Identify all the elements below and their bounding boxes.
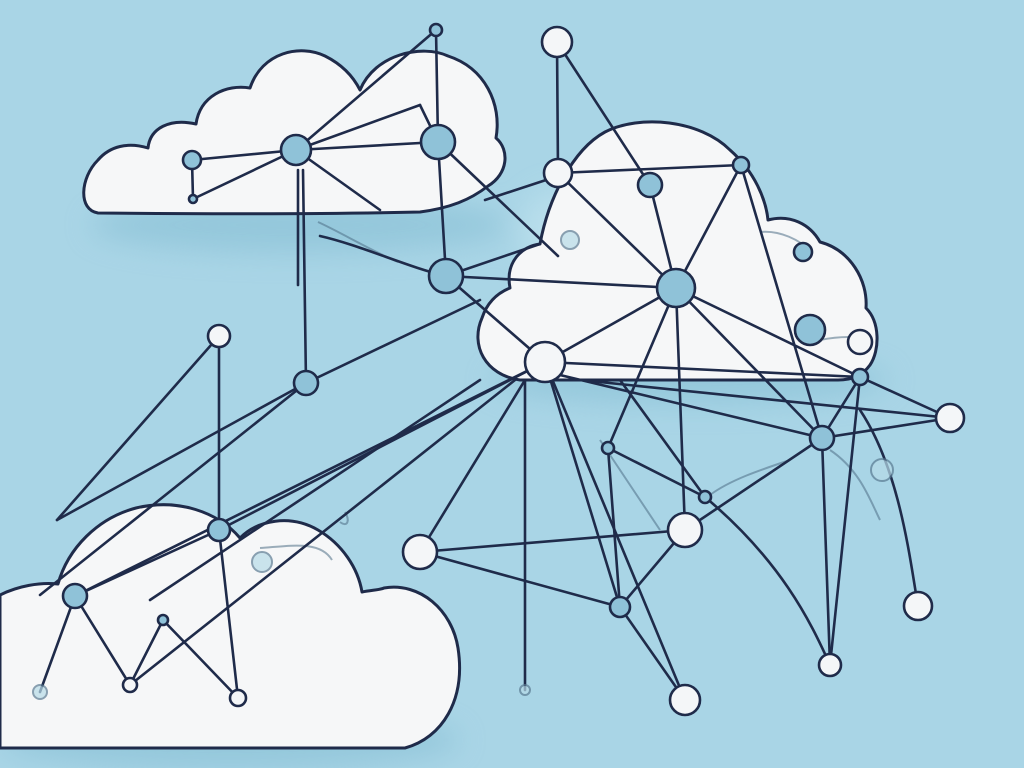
network-node-icon: [792, 241, 814, 263]
network-node-icon: [292, 369, 320, 397]
network-node-icon: [636, 171, 664, 199]
network-node-icon: [121, 676, 139, 694]
network-node-icon: [427, 257, 465, 295]
cloud-icon: [82, 49, 507, 216]
network-node-icon: [817, 652, 843, 678]
network-node-icon: [560, 230, 580, 250]
network-node-icon: [870, 458, 894, 482]
cloud-icon: [476, 120, 879, 382]
network-node-icon: [419, 123, 457, 161]
network-node-icon: [181, 149, 203, 171]
network-node-icon: [793, 313, 827, 347]
network-nodes-light: [121, 25, 966, 717]
network-node-icon: [187, 193, 199, 205]
network-node-icon: [251, 551, 273, 573]
network-node-icon: [902, 590, 934, 622]
network-node-icon: [428, 22, 444, 38]
network-node-icon: [668, 683, 702, 717]
network-node-icon: [655, 267, 697, 309]
network-node-icon: [697, 489, 713, 505]
network-node-icon: [279, 133, 313, 167]
network-node-icon: [600, 440, 616, 456]
network-nodes-faint: [32, 230, 894, 700]
network-node-icon: [228, 688, 248, 708]
network-node-icon: [206, 517, 232, 543]
network-node-icon: [542, 157, 574, 189]
network-node-icon: [519, 684, 531, 696]
network-nodes-blue: [61, 22, 870, 627]
network-node-icon: [61, 582, 89, 610]
network-node-icon: [850, 367, 870, 387]
network-node-icon: [32, 684, 48, 700]
network-node-icon: [401, 533, 439, 571]
network-node-icon: [523, 340, 567, 384]
network-node-icon: [731, 155, 751, 175]
network-node-icon: [156, 613, 170, 627]
network-node-icon: [808, 424, 836, 452]
network-node-icon: [846, 328, 874, 356]
network-node-icon: [934, 402, 966, 434]
network-node-icon: [608, 595, 632, 619]
network-node-icon: [666, 511, 704, 549]
network-node-icon: [206, 323, 232, 349]
network-node-icon: [540, 25, 574, 59]
